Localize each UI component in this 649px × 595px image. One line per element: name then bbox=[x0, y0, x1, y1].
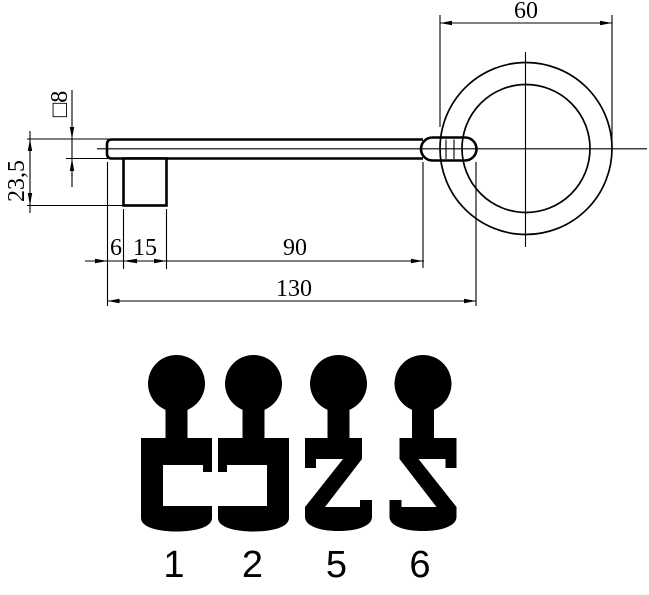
dim-60-label: 60 bbox=[514, 0, 538, 24]
arrowhead-up-icon bbox=[69, 158, 75, 171]
dim-6-label: 6 bbox=[110, 235, 122, 261]
profile-1: 1 bbox=[141, 355, 212, 586]
profile-2-c-mirrored-shape bbox=[218, 438, 289, 532]
profile-6-z-mirrored-shape bbox=[389, 438, 457, 531]
profiles: 1 2 5 6 bbox=[141, 355, 457, 586]
profile-2: 2 bbox=[218, 355, 289, 586]
profile-6-label: 6 bbox=[409, 544, 430, 586]
bow-inner-circle bbox=[461, 83, 591, 214]
profile-6-stem bbox=[412, 400, 434, 440]
key-shaft bbox=[105, 138, 423, 160]
dim-130: 130 bbox=[107, 276, 476, 304]
profile-5-z-shape bbox=[305, 438, 372, 531]
bow-outer-circle bbox=[439, 61, 613, 236]
key-bit bbox=[122, 157, 168, 207]
arrowhead-up-icon bbox=[27, 139, 33, 151]
dim-90-label: 90 bbox=[283, 235, 307, 261]
arrowhead-right-icon bbox=[600, 20, 612, 26]
profile-5-shank-circle bbox=[310, 355, 367, 412]
arrowhead-down-icon bbox=[69, 127, 75, 139]
arrowhead-down-icon bbox=[27, 193, 33, 206]
dim-130-label: 130 bbox=[276, 276, 312, 302]
profile-6-shank-circle bbox=[394, 355, 452, 412]
profile-2-stem bbox=[242, 400, 265, 440]
key-bow bbox=[439, 61, 613, 236]
profile-6: 6 bbox=[389, 355, 457, 586]
profile-1-shank-circle bbox=[148, 355, 205, 412]
dim-23-5: 23,5 bbox=[4, 131, 33, 213]
shaft-end-capsule bbox=[419, 136, 478, 162]
profile-2-label: 2 bbox=[242, 544, 263, 586]
dim-square8-label: □8 bbox=[47, 91, 73, 118]
profile-2-shank-circle bbox=[225, 355, 282, 412]
profile-1-label: 1 bbox=[163, 544, 184, 586]
profile-1-stem bbox=[165, 400, 188, 440]
dim-23-5-label: 23,5 bbox=[4, 160, 30, 202]
extension-lines bbox=[27, 15, 613, 306]
dim-15-label: 15 bbox=[133, 235, 157, 261]
profile-1-c-shape bbox=[141, 438, 212, 532]
dim-60: 60 bbox=[440, 0, 612, 26]
centerlines bbox=[97, 52, 647, 247]
dim-chain-6-15-90: 6 15 90 bbox=[85, 235, 424, 264]
profile-5-stem bbox=[327, 400, 350, 440]
profile-5: 5 bbox=[305, 355, 372, 586]
arrowhead-left-icon bbox=[440, 20, 452, 26]
dim-square-8: □8 bbox=[47, 90, 75, 187]
profile-5-label: 5 bbox=[326, 544, 347, 586]
